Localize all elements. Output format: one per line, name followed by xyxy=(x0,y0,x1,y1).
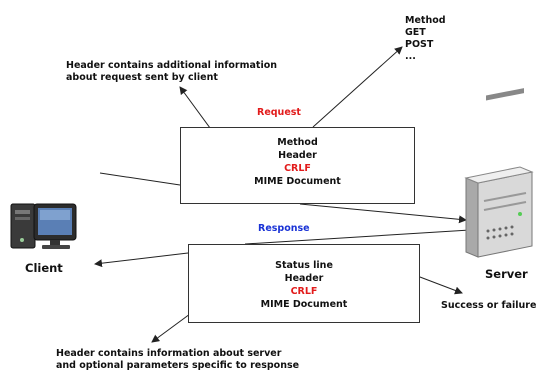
method-list-item: GET xyxy=(405,27,426,38)
request-line-method: Method xyxy=(277,137,318,148)
response-line-mime: MIME Document xyxy=(260,299,348,310)
server-label: Server xyxy=(485,267,528,281)
client-computer-icon xyxy=(10,203,77,249)
method-list-item: ... xyxy=(405,51,416,62)
request-box: Method Header CRLF MIME Document xyxy=(180,127,415,204)
response-to-client-arrow xyxy=(94,252,189,268)
method-list-arrow xyxy=(312,46,403,128)
client-label: Client xyxy=(25,261,63,275)
request-header-note-line: about request sent by client xyxy=(66,72,218,83)
request-line-header: Header xyxy=(278,150,317,161)
response-title: Response xyxy=(258,223,310,234)
success-note: Success or failure xyxy=(441,300,537,311)
method-list-item: POST xyxy=(405,39,434,50)
request-header-note-line: Header contains additional information xyxy=(66,60,277,71)
server-to-response-line xyxy=(244,229,471,245)
request-title: Request xyxy=(257,107,301,118)
request-line-crlf: CRLF xyxy=(284,163,311,174)
server-icon xyxy=(464,88,534,258)
response-header-note-line: Header contains information about server xyxy=(56,348,282,359)
response-header-note-line: and optional parameters specific to resp… xyxy=(56,360,300,371)
request-line-mime: MIME Document xyxy=(254,176,341,187)
response-line-header: Header xyxy=(284,273,324,284)
request-to-server-arrow xyxy=(299,203,467,224)
client-to-request-line xyxy=(99,172,181,186)
response-line-status: Status line xyxy=(275,260,333,271)
response-line-crlf: CRLF xyxy=(290,286,318,297)
response-box: Status line Header CRLF MIME Document xyxy=(188,244,420,323)
method-list-item: Method xyxy=(405,15,446,26)
